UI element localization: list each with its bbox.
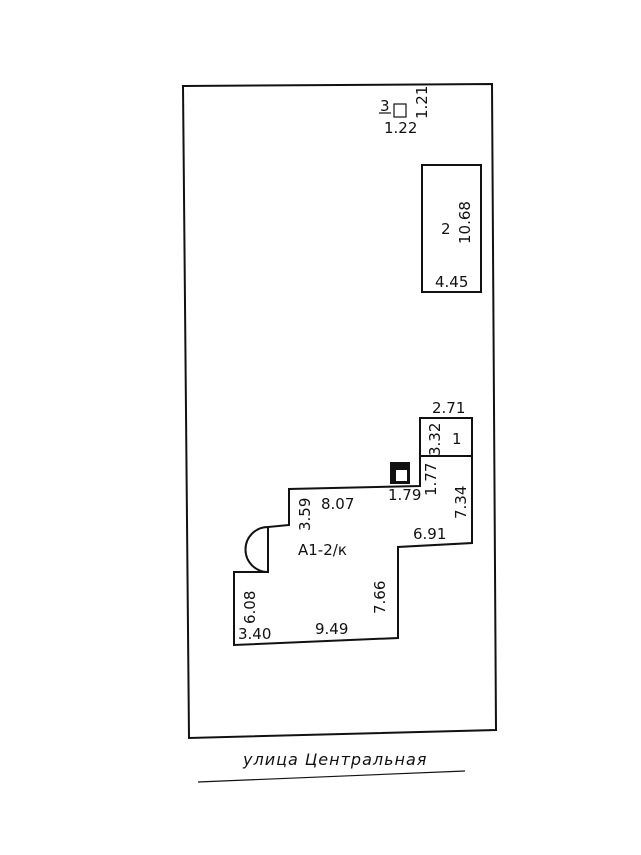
structure-1: 2.71 3.32 1 <box>419 399 473 457</box>
structure-2: 2 10.68 4.45 <box>421 164 482 293</box>
street-line <box>197 770 466 783</box>
dim-3-59: 3.59 <box>296 498 314 531</box>
dim-3-40: 3.40 <box>238 625 271 643</box>
structure-3-number: 3 <box>380 97 390 115</box>
structure-2-number: 2 <box>441 220 451 238</box>
structure-3: 3 1.22 1.21 <box>379 86 431 137</box>
dim-6-08: 6.08 <box>241 591 259 624</box>
structure-1-depth: 3.32 <box>426 423 444 456</box>
street: улица Центральная <box>197 750 466 783</box>
dim-9-49: 9.49 <box>315 620 348 638</box>
structure-3-outline <box>393 103 407 118</box>
dim-8-07: 8.07 <box>321 495 354 513</box>
dim-6-91: 6.91 <box>413 525 446 543</box>
structure-3-depth: 1.21 <box>413 86 431 119</box>
dim-7-66: 7.66 <box>371 581 389 614</box>
structure-2-length: 10.68 <box>456 201 474 244</box>
structure-3-width: 1.22 <box>384 119 417 137</box>
structure-1-number: 1 <box>452 430 462 448</box>
structure-1-width: 2.71 <box>432 399 465 417</box>
chimney-marker-inner <box>396 470 407 481</box>
main-house-label: А1-2/к <box>298 541 347 559</box>
street-name: улица Центральная <box>242 750 427 769</box>
main-house: А1-2/к 7.34 1.77 1.79 8.07 3.59 6.91 7.6… <box>233 455 473 647</box>
dim-7-34: 7.34 <box>452 486 470 519</box>
structure-2-outline <box>421 164 482 293</box>
dim-1-79: 1.79 <box>388 486 421 504</box>
dim-1-77: 1.77 <box>422 463 440 496</box>
structure-2-width: 4.45 <box>435 273 468 291</box>
round-porch <box>244 526 269 573</box>
plot-boundary <box>181 82 498 740</box>
